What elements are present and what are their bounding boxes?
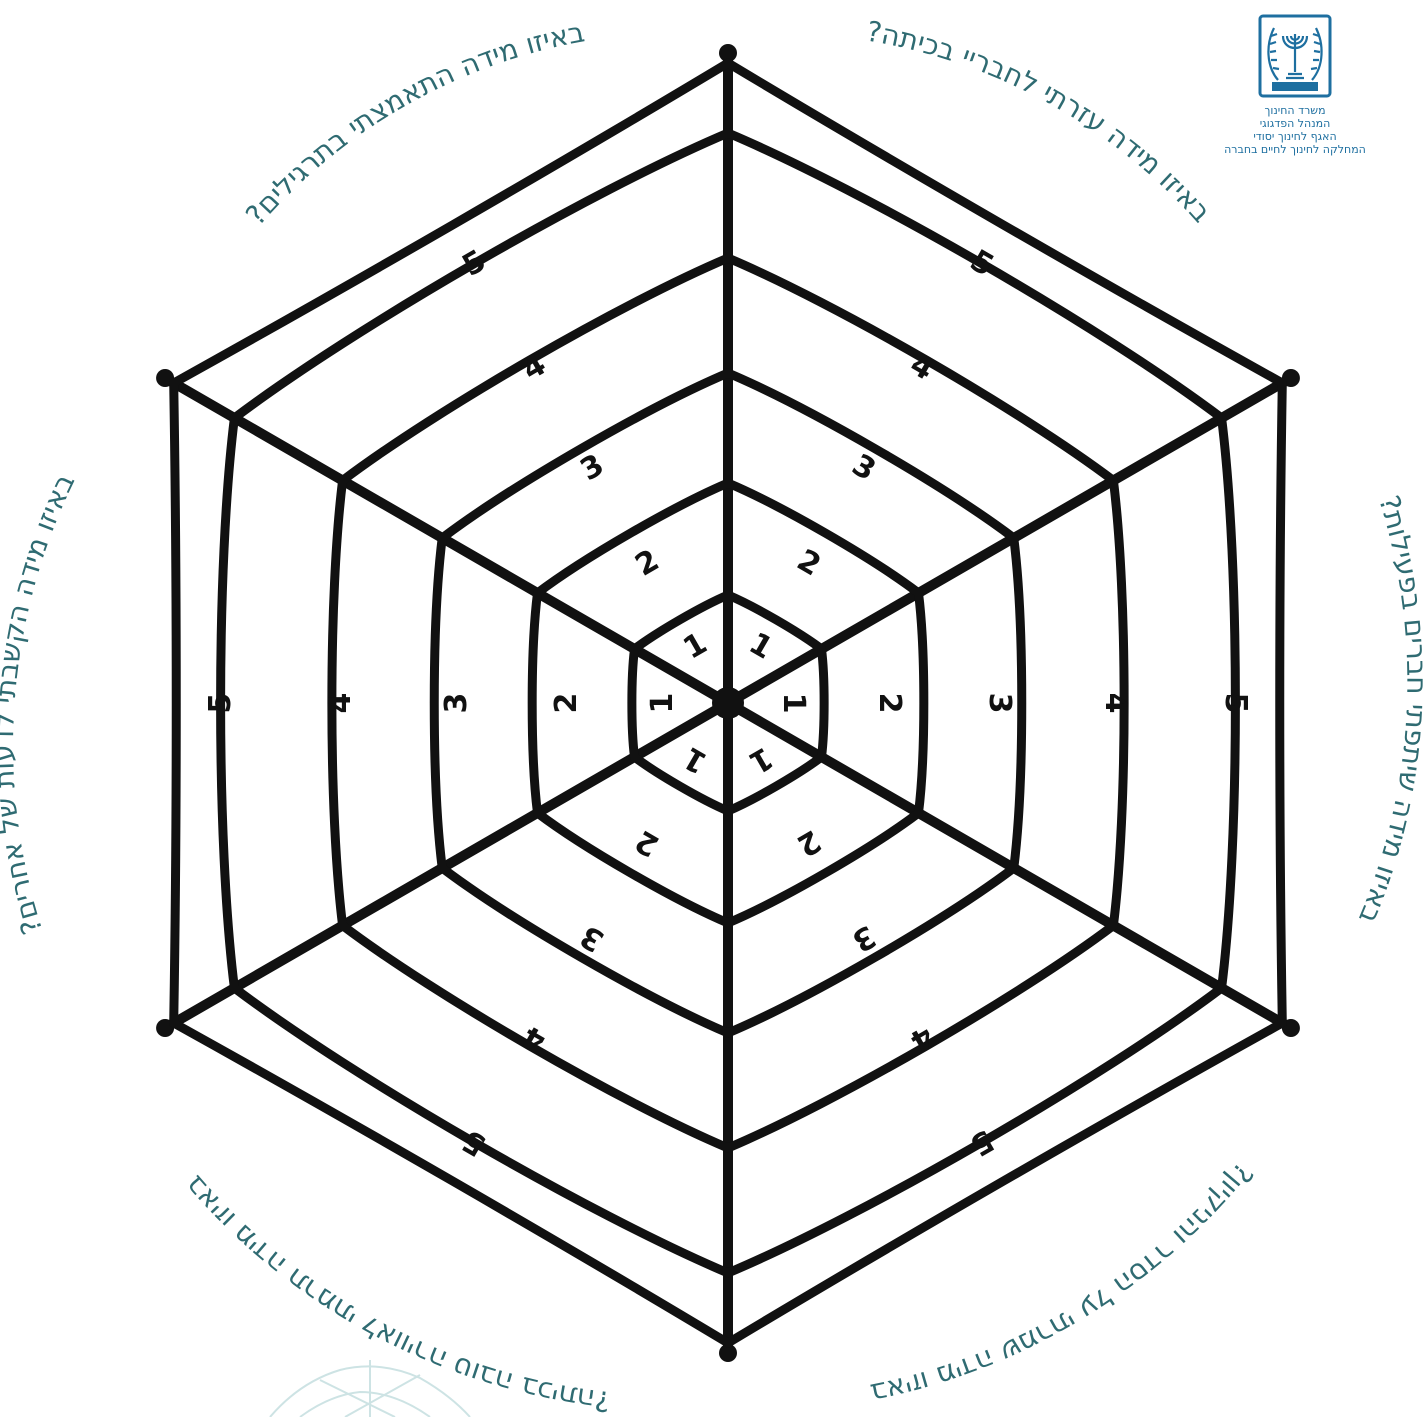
scale-number: 1 [645,693,680,714]
scale-number: 2 [791,822,827,863]
scale-number: 2 [549,693,584,714]
question-right: באיזו מידה שיתפתי חברים בפעילות? [1352,491,1426,928]
question-top-right: באיזו מידה עזרתי לחבריי בכיתה? [864,15,1218,229]
scale-number: 1 [743,739,779,780]
scale-number: 1 [677,626,713,667]
question-bottom-left: באיזו מידה תרמתי לאווירה טובה בכיתה? [177,1169,611,1417]
scale-number: 5 [203,693,238,714]
scale-number: 2 [872,693,907,714]
web-spoke [165,378,728,703]
scale-number: 5 [964,243,1000,284]
scale-number: 1 [743,626,779,667]
scale-number: 2 [791,543,827,584]
scale-number: 1 [677,739,713,780]
question-bottom-right: באיזו מידה שמרתי על הסדר והניקיון? [868,1157,1260,1411]
scale-number: 1 [776,693,811,714]
scale-number: 5 [456,1122,492,1163]
scale-number: 3 [439,693,474,714]
scale-number: 2 [629,543,665,584]
web-spoke [728,378,1291,703]
web-spoke [165,703,728,1028]
web-spoke [728,703,1291,1028]
scale-number: 2 [629,822,665,863]
scale-number: 3 [982,693,1017,714]
question-left: באיזו מידה הקשבתי לדעות של אחרים? [0,468,81,938]
scale-number: 5 [1218,693,1253,714]
scale-number: 5 [456,243,492,284]
question-top-left: באיזו מידה התאמצתי בתרגילים? [239,15,587,231]
scale-number: 4 [323,693,358,714]
scale-number: 5 [964,1122,1000,1163]
web-center [712,687,744,719]
scale-number: 4 [1098,693,1133,714]
